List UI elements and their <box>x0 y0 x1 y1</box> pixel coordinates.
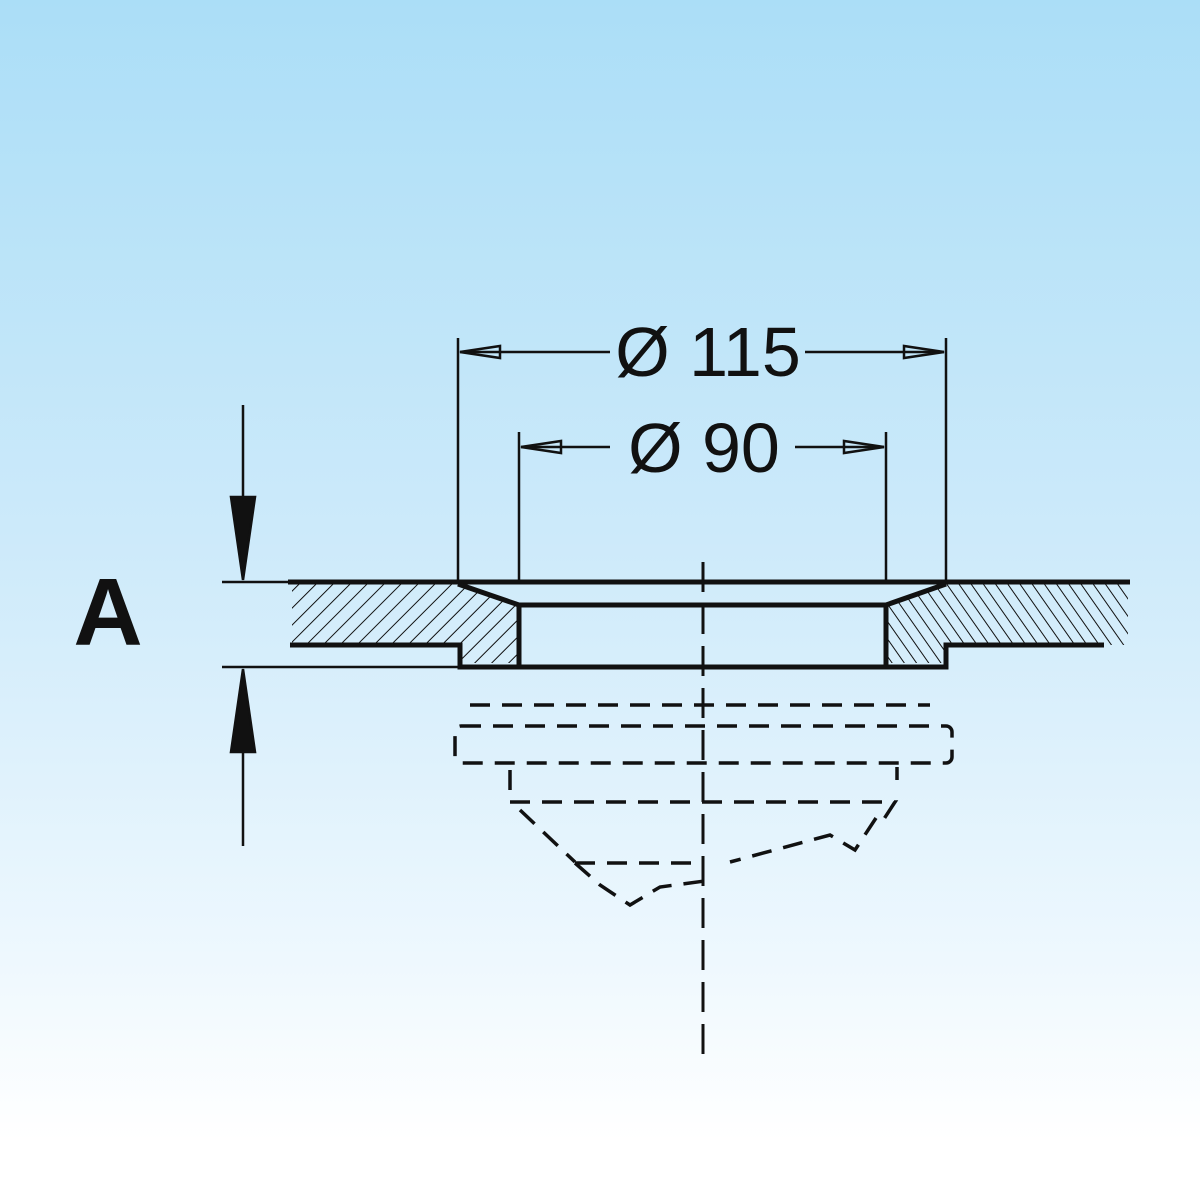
outer-diameter-label: Ø 115 <box>615 313 801 391</box>
dimension-height <box>222 405 458 846</box>
height-label: A <box>73 559 142 666</box>
inner-diameter-label: Ø 90 <box>628 409 780 487</box>
hidden-part-outline <box>453 703 954 908</box>
dimension-outer-diameter <box>456 338 948 580</box>
dimension-inner-diameter <box>517 432 888 580</box>
hatched-section-right <box>886 584 1128 663</box>
